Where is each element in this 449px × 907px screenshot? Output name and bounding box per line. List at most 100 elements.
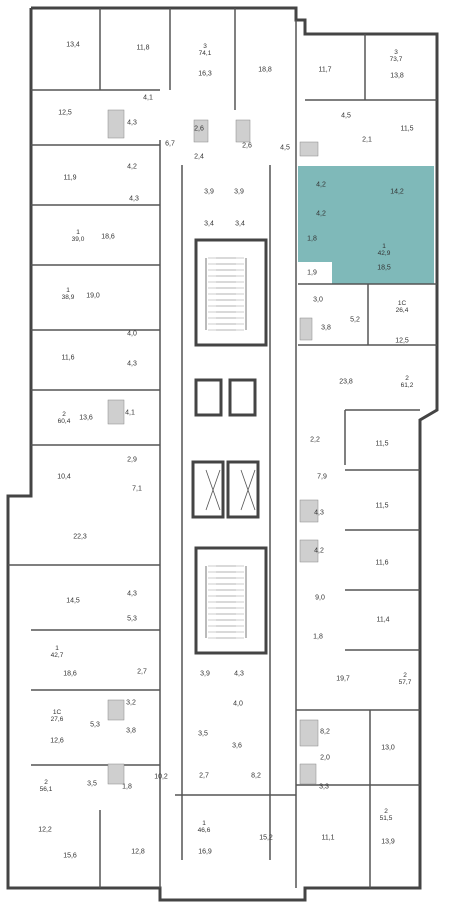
room-label: 2,0 (320, 754, 330, 762)
room-label: 16,9 (198, 848, 212, 856)
room-label: 14,5 (66, 597, 80, 605)
room-label: 18,8 (258, 66, 272, 74)
room-label: 13,4 (66, 41, 80, 49)
room-label: 3,2 (126, 699, 136, 707)
room-label: 2,1 (362, 136, 372, 144)
room-label: 11,1 (321, 834, 335, 842)
room-label: 3,0 (313, 296, 323, 304)
room-label: 9,0 (315, 594, 325, 602)
room-label: 4,2 (314, 547, 324, 555)
room-label: 1,8 (313, 633, 323, 641)
room-label: 23,8 (339, 378, 353, 386)
room-label: 5,2 (350, 316, 360, 324)
room-label: 8,2 (320, 728, 330, 736)
stair-steps (205, 258, 256, 638)
outer-walls (6, 6, 439, 902)
room-label: 4,5 (280, 144, 290, 152)
room-label: 4,5 (341, 112, 351, 120)
room-label: 12,6 (50, 737, 64, 745)
room-label: 4,2 (127, 163, 137, 171)
room-label: 14,2 (390, 188, 404, 196)
room-label: 3,9 (200, 670, 210, 678)
room-label: 11,6 (375, 559, 389, 567)
room-label: 15,6 (63, 852, 77, 860)
room-label: 2,9 (127, 456, 137, 464)
room-label: 2,7 (199, 772, 209, 780)
room-label: 11,5 (400, 125, 414, 133)
room-label: 12,5 (58, 109, 72, 117)
room-label: 11,4 (376, 616, 390, 624)
stair-lines (208, 257, 244, 639)
room-label: 8,2 (251, 772, 261, 780)
room-label: 4,3 (127, 119, 137, 127)
room-label: 4,0 (233, 700, 243, 708)
room-label: 11,6 (61, 354, 75, 362)
room-label: 3,3 (319, 783, 329, 791)
room-label: 10,4 (57, 473, 71, 481)
room-label: 5,3 (90, 721, 100, 729)
room-label: 3,6 (232, 742, 242, 750)
room-label: 10,2 (154, 773, 168, 781)
room-label: 18,5 (377, 264, 391, 272)
room-label: 1,8 (122, 783, 132, 791)
highlighted-apartment[interactable] (298, 166, 434, 284)
room-label: 4,1 (143, 94, 153, 102)
room-label: 3,4 (204, 220, 214, 228)
interior-walls (8, 8, 437, 888)
room-label: 4,3 (127, 360, 137, 368)
room-label: 4,3 (234, 670, 244, 678)
room-label: 13,0 (381, 744, 395, 752)
room-label: 4,0 (127, 330, 137, 338)
room-label: 2,2 (310, 436, 320, 444)
room-label: 18,6 (101, 233, 115, 241)
room-label: 13,8 (390, 72, 404, 80)
room-label: 2,6 (242, 142, 252, 150)
room-label: 11,7 (318, 66, 332, 74)
room-label: 12,8 (131, 848, 145, 856)
room-label: 2,6 (194, 125, 204, 133)
room-label: 13,9 (381, 838, 395, 846)
room-label: 3,9 (204, 188, 214, 196)
room-label: 11,5 (375, 440, 389, 448)
room-label: 1,9 (307, 269, 317, 277)
room-label: 4,3 (314, 509, 324, 517)
room-label: 4,3 (129, 195, 139, 203)
room-label: 3,5 (198, 730, 208, 738)
room-label: 3,8 (126, 727, 136, 735)
room-label: 1,8 (307, 235, 317, 243)
room-label: 11,5 (375, 502, 389, 510)
room-label: 7,9 (317, 473, 327, 481)
room-label: 6,7 (165, 140, 175, 148)
stair-core (191, 238, 268, 655)
room-label: 16,3 (198, 70, 212, 78)
room-label: 3,8 (321, 324, 331, 332)
bathrooms (107, 109, 319, 785)
room-label: 7,1 (132, 485, 142, 493)
room-label: 12,2 (38, 826, 52, 834)
room-label: 22,3 (73, 533, 87, 541)
room-label: 18,6 (63, 670, 77, 678)
room-label: 19,0 (86, 292, 100, 300)
room-label: 13,6 (79, 414, 93, 422)
room-label: 2,4 (194, 153, 204, 161)
room-label: 4,2 (316, 181, 326, 189)
room-label: 12,5 (395, 337, 409, 345)
room-label: 15,2 (259, 834, 273, 842)
room-label: 4,2 (316, 210, 326, 218)
room-label: 11,8 (136, 44, 150, 52)
